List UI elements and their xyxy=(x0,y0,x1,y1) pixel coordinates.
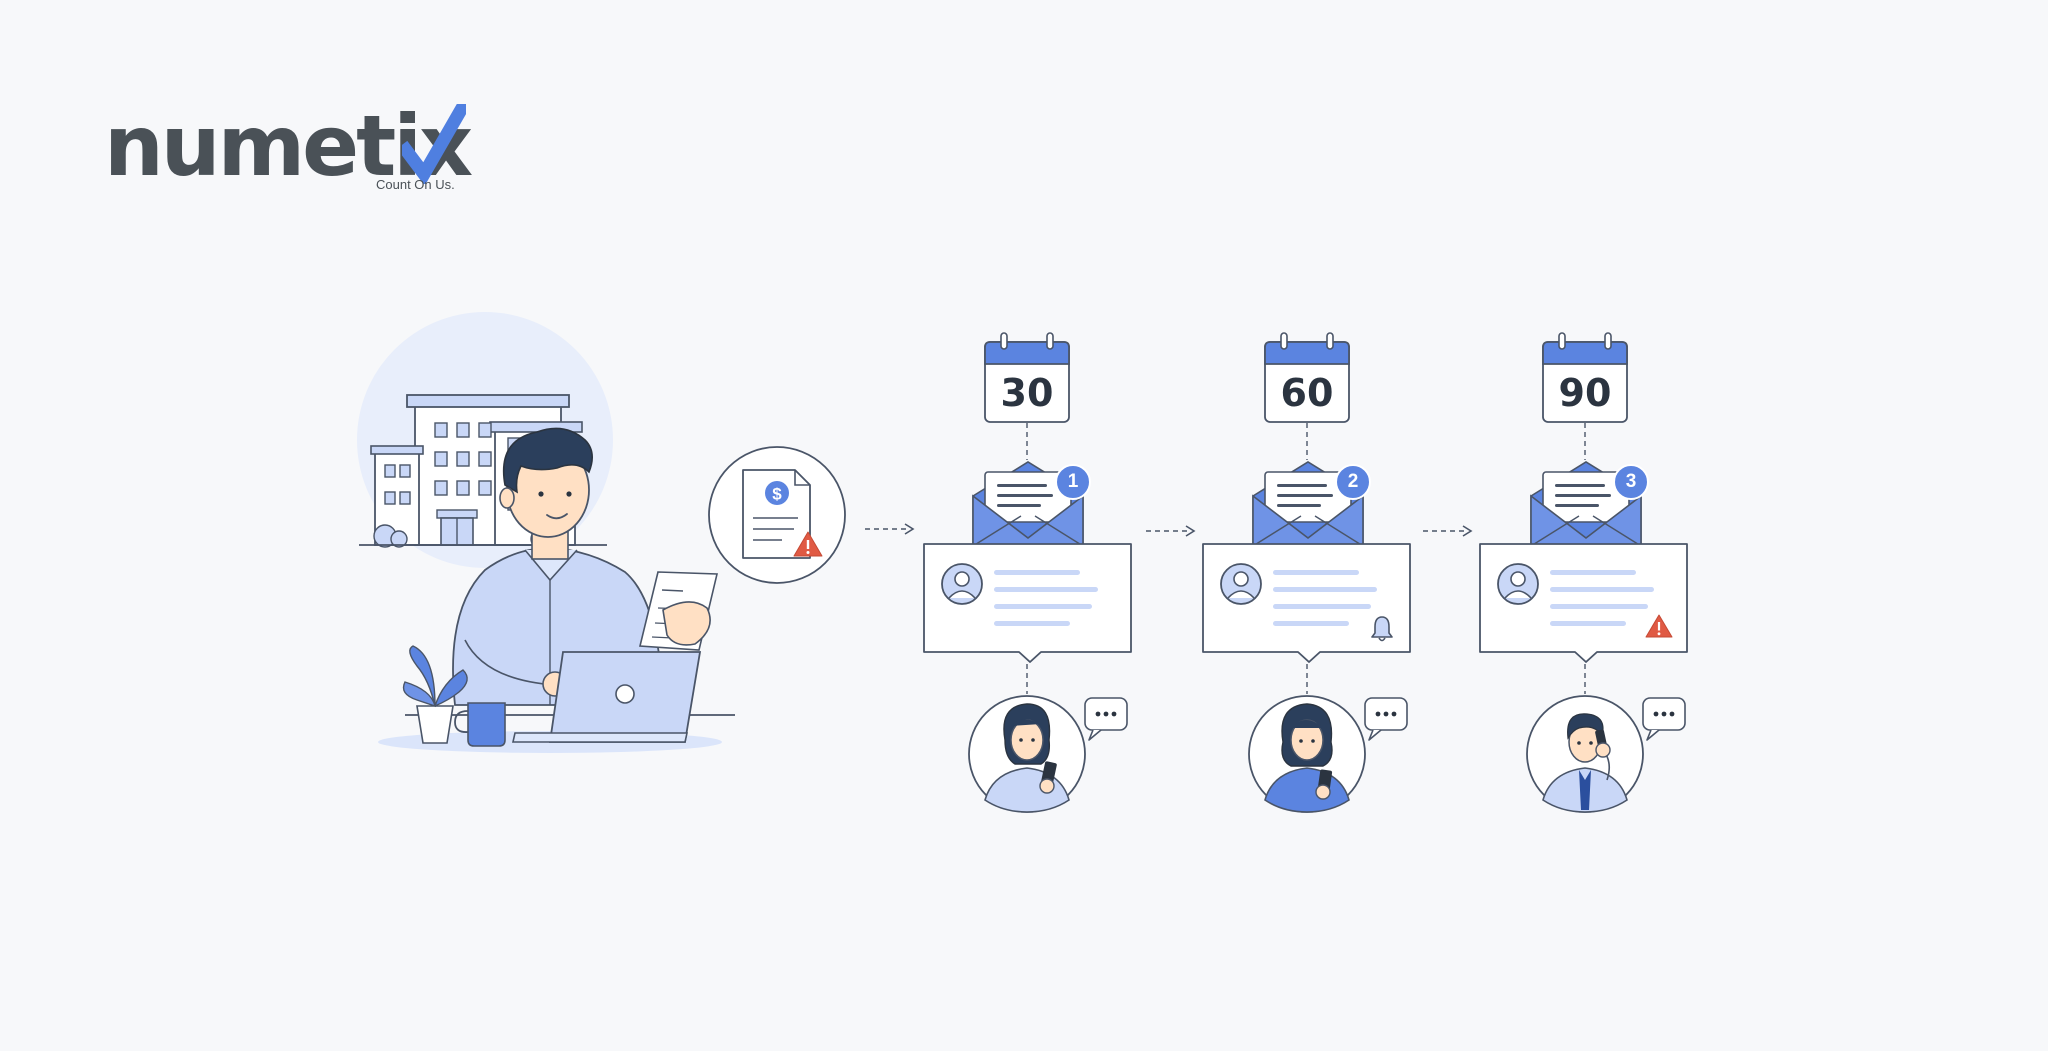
laptop-icon xyxy=(512,651,702,743)
reminder-count-badge xyxy=(1335,464,1371,500)
brand-logo: numetix Count On Us. xyxy=(104,104,473,194)
badge-count-label: 1 xyxy=(1067,471,1079,492)
brand-wordmark: numetix xyxy=(104,97,473,195)
flow-arrow xyxy=(1145,525,1195,537)
chat-bubble-icon xyxy=(1642,697,1686,741)
notification-card xyxy=(1202,543,1411,663)
calendar-day-label: 60 xyxy=(1280,371,1334,415)
plant-icon xyxy=(402,645,468,744)
mug-icon xyxy=(454,702,506,747)
checkmark-icon xyxy=(402,104,466,184)
calendar-day-label: 30 xyxy=(1000,371,1054,415)
invoice-alert: $ xyxy=(708,446,846,584)
calendar-day-label: 90 xyxy=(1558,371,1612,415)
flow-arrow xyxy=(1422,525,1472,537)
badge-count-label: 2 xyxy=(1347,471,1359,492)
bell-icon xyxy=(1371,616,1393,642)
warning-icon xyxy=(1645,614,1673,638)
flow-arrow xyxy=(864,523,914,535)
reminder-count-badge xyxy=(1613,464,1649,500)
notification-card xyxy=(923,543,1132,663)
chat-bubble-icon xyxy=(1364,697,1408,741)
chat-bubble-icon xyxy=(1084,697,1128,741)
invoice-dollar-icon: $ xyxy=(742,469,811,559)
reminder-count-badge xyxy=(1055,464,1091,500)
brand-tagline: Count On Us. xyxy=(376,177,455,192)
warning-icon xyxy=(793,531,823,557)
reminder-step-90 xyxy=(1479,332,1688,813)
svg-text:$: $ xyxy=(772,485,782,504)
reminder-step-60 xyxy=(1202,332,1411,813)
badge-count-label: 3 xyxy=(1625,471,1637,492)
man-on-phone-call-icon xyxy=(1526,695,1644,813)
dunning-process-illustration: $ xyxy=(345,310,1700,830)
reminder-step-30 xyxy=(923,332,1132,813)
notification-card xyxy=(1479,543,1688,663)
woman-with-phone-icon xyxy=(968,695,1086,813)
woman-with-phone-icon xyxy=(1248,695,1366,813)
